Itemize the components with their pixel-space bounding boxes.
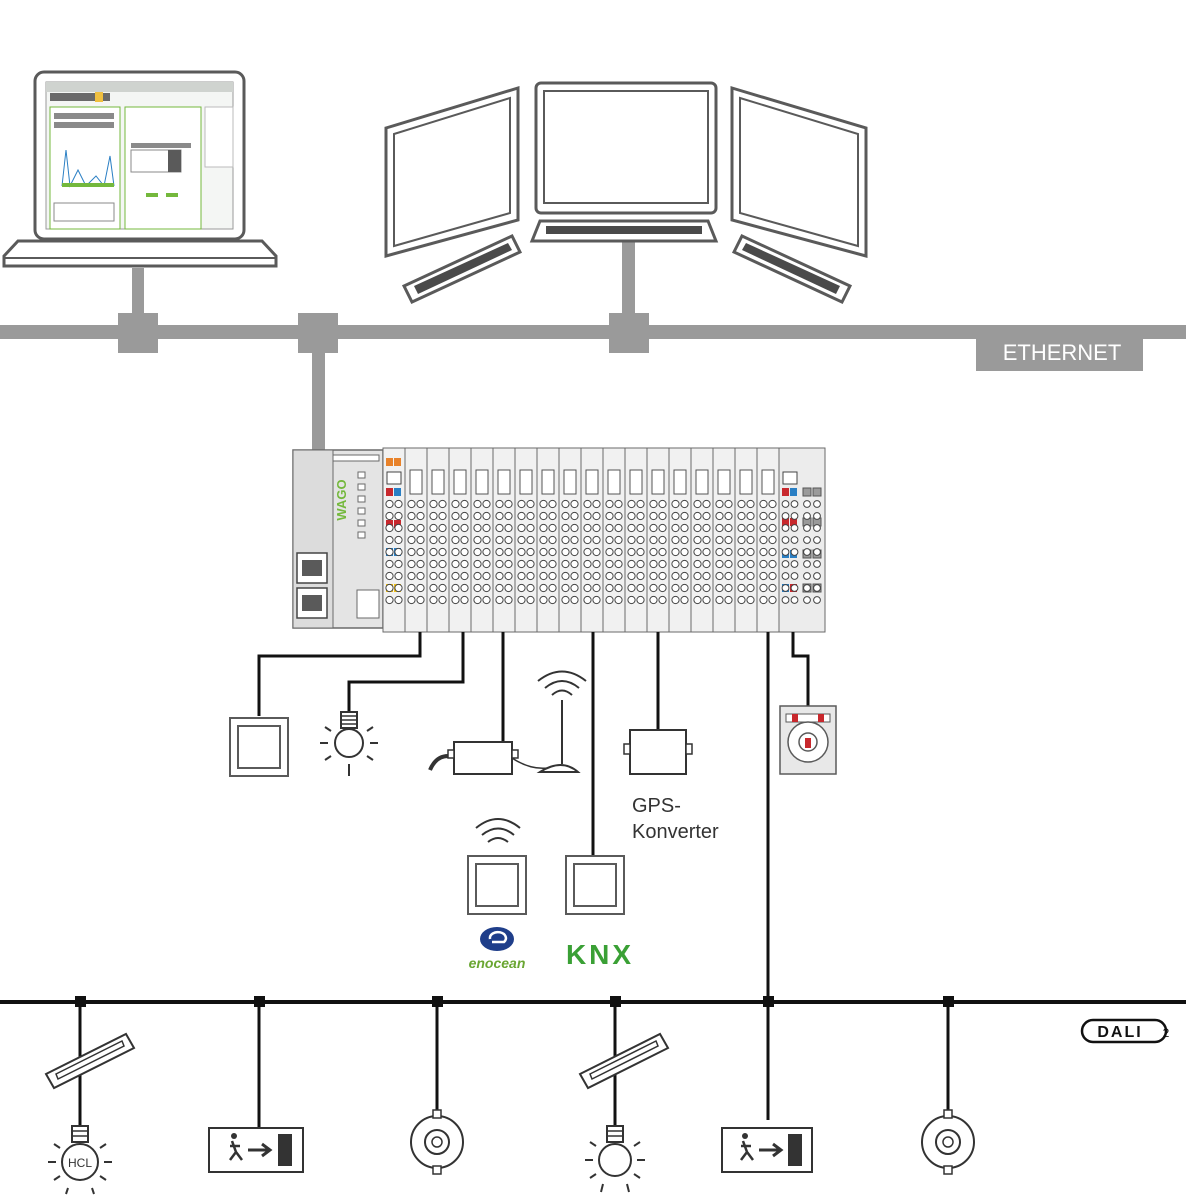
io-module — [558, 447, 582, 633]
io-module-rack — [382, 447, 826, 633]
enocean-switch-icon — [467, 818, 527, 915]
controller-stem — [312, 353, 325, 451]
workstation-stem — [622, 240, 635, 318]
io-module — [690, 447, 714, 633]
io-module — [492, 447, 516, 633]
ballast-icon-2 — [578, 1032, 670, 1090]
io-module — [580, 447, 604, 633]
io-module — [514, 447, 538, 633]
io-module — [382, 447, 406, 633]
hcl-label: HCL — [68, 1156, 92, 1170]
knx-logo: KNX — [566, 939, 634, 970]
workstation-icon — [384, 81, 868, 304]
enocean-logo: enocean — [469, 927, 526, 971]
ethernet-bus: ETHERNET — [0, 240, 1186, 451]
ethernet-label-box — [976, 339, 1143, 371]
gps-label-line2: Konverter — [632, 821, 719, 843]
wireless-receiver-icon — [428, 670, 587, 775]
workstation-junction — [609, 313, 649, 353]
field-wiring — [257, 632, 810, 1120]
dali-text: DALI — [1097, 1024, 1142, 1041]
light-bulb-icon — [320, 711, 378, 776]
gps-label-line1: GPS- — [632, 795, 681, 817]
wago-controller: WAGO — [292, 447, 826, 633]
enocean-text: enocean — [469, 955, 526, 971]
io-module — [536, 447, 560, 633]
dali-logo: DALI 2 — [1080, 1018, 1170, 1044]
io-module — [624, 447, 648, 633]
downlight-icon-2 — [921, 1109, 975, 1175]
knx-switch-icon — [565, 855, 625, 915]
light-bulb-icon-2 — [585, 1125, 645, 1193]
io-end-module — [778, 447, 826, 633]
io-module — [448, 447, 472, 633]
io-module — [756, 447, 780, 633]
dali-bus — [0, 996, 1186, 1128]
laptop-junction — [118, 313, 158, 353]
dali-version: 2 — [1163, 1026, 1170, 1040]
io-module — [712, 447, 736, 633]
ethernet-label: ETHERNET — [1003, 340, 1122, 365]
io-module — [404, 447, 428, 633]
laptop-icon — [2, 70, 278, 268]
exit-sign-icon-1 — [208, 1127, 304, 1173]
io-module — [646, 447, 670, 633]
io-module — [470, 447, 494, 633]
hcl-bulb-icon: HCL — [48, 1125, 112, 1195]
exit-sign-icon-2 — [721, 1127, 813, 1173]
io-module — [668, 447, 692, 633]
downlight-icon-1 — [410, 1109, 464, 1175]
wall-switch-icon — [229, 717, 289, 777]
controller-junction — [298, 313, 338, 353]
io-module — [734, 447, 758, 633]
status-leds — [357, 471, 366, 539]
sensor-module-icon — [779, 705, 837, 775]
wago-logo: WAGO — [334, 479, 349, 520]
laptop-stem — [132, 268, 144, 318]
io-module — [602, 447, 626, 633]
ballast-icon-1 — [44, 1032, 136, 1090]
gps-converter-icon — [623, 729, 693, 775]
io-module — [426, 447, 450, 633]
